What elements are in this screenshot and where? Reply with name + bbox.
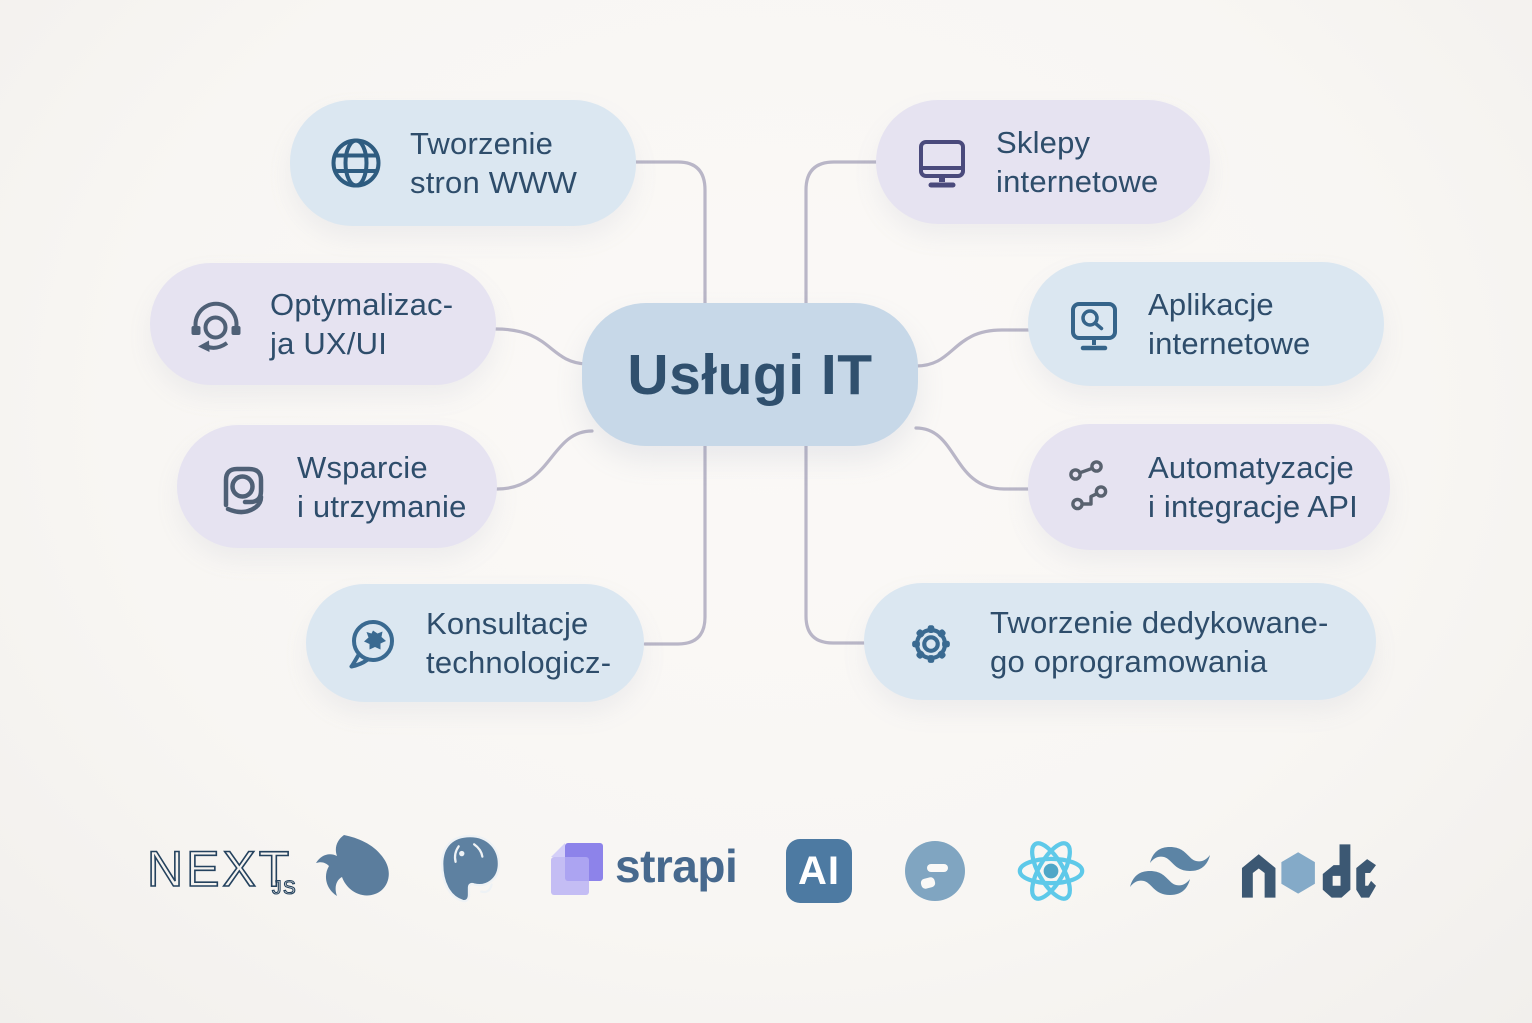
headset-chat-icon — [215, 459, 271, 515]
node-label: Tworzenie stron WWW — [410, 126, 578, 200]
monitor-search-icon — [1066, 296, 1122, 352]
strapi-wordmark: strapi — [615, 840, 738, 892]
globe-icon — [328, 135, 384, 191]
node-dedykowane-oprogramowanie: Tworzenie dedykowane- go oprogramowania — [864, 583, 1376, 700]
circle-logo — [905, 841, 965, 901]
strapi-icon — [551, 843, 603, 895]
circle-logo-dot — [919, 876, 937, 890]
share-nodes-icon — [1066, 459, 1122, 515]
svg-text:NEXT: NEXT — [147, 841, 292, 897]
center-node-uslugi-it: Usługi IT — [582, 303, 918, 446]
node-label: Optymalizac- ja UX/UI — [270, 287, 454, 361]
node-optymalizacja-ux-ui: Optymalizac- ja UX/UI — [150, 263, 496, 385]
node-tworzenie-stron-www: Tworzenie stron WWW — [290, 100, 636, 226]
ai-logo: AI — [786, 839, 852, 903]
node-wsparcie-utrzymanie: Wsparcie i utrzymanie — [177, 425, 497, 548]
nestjs-logo — [314, 831, 390, 903]
node-label: Wsparcie i utrzymanie — [297, 449, 467, 524]
postgresql-logo — [438, 834, 502, 904]
monitor-icon — [914, 134, 970, 190]
node-label: Aplikacje internetowe — [1148, 287, 1311, 361]
gear-icon — [902, 613, 960, 671]
svg-text:JS: JS — [272, 878, 297, 899]
node-sklepy-internetowe: Sklepy internetowe — [876, 100, 1210, 224]
circle-logo-dash — [927, 864, 948, 872]
ai-badge: AI — [786, 839, 852, 903]
node-label: Automatyzacje i integracje API — [1148, 450, 1358, 524]
node-aplikacje-internetowe: Aplikacje internetowe — [1028, 262, 1384, 386]
nextjs-logo: NEXT JS — [146, 841, 306, 903]
node-label: Tworzenie dedykowane- go oprogramowania — [990, 604, 1329, 679]
node-automatyzacje-api: Automatyzacje i integracje API — [1028, 424, 1390, 550]
node-label: Sklepy internetowe — [996, 125, 1159, 199]
headset-refresh-icon — [188, 296, 244, 352]
node-label: Konsultacje technologicz- — [426, 606, 612, 680]
react-logo — [1014, 837, 1088, 905]
strapi-logo: strapi — [550, 840, 738, 896]
node-konsultacje-technologiczne: Konsultacje technologicz- — [306, 584, 644, 702]
center-title: Usługi IT — [627, 342, 873, 407]
tailwind-logo — [1126, 845, 1214, 897]
chat-gear-icon — [344, 615, 400, 671]
node-logo — [1240, 840, 1376, 900]
